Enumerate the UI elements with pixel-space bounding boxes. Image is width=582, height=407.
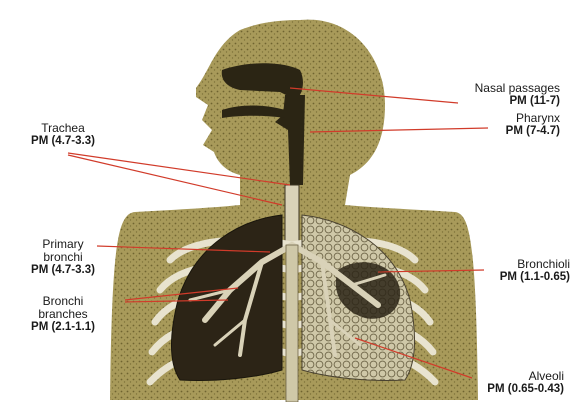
label-pharynx-pm: PM (7-4.7)	[460, 125, 560, 138]
trachea	[285, 185, 299, 245]
label-bronchioli-name: Bronchioli	[470, 258, 570, 271]
label-primary-name: Primary bronchi	[33, 238, 93, 264]
spine	[286, 245, 298, 402]
label-nasal-pm: PM (11-7)	[430, 95, 560, 108]
label-pharynx-name: Pharynx	[460, 112, 560, 125]
label-nasal-name: Nasal passages	[430, 82, 560, 95]
label-primary-pm: PM (4.7-3.3)	[8, 264, 118, 277]
label-branches-name: Bronchi branches	[33, 295, 93, 321]
label-pharynx: Pharynx PM (7-4.7)	[460, 112, 560, 138]
label-alveoli-name: Alveoli	[452, 370, 564, 383]
label-alveoli-pm: PM (0.65-0.43)	[452, 383, 564, 396]
label-branches-pm: PM (2.1-1.1)	[8, 321, 118, 334]
label-bronchioli-pm: PM (1.1-0.65)	[470, 271, 570, 284]
label-trachea: Trachea PM (4.7-3.3)	[8, 122, 118, 148]
label-alveoli: Alveoli PM (0.65-0.43)	[452, 370, 564, 396]
label-bronchi-branches: Bronchi branches PM (2.1-1.1)	[8, 295, 118, 334]
label-primary-bronchi: Primary bronchi PM (4.7-3.3)	[8, 238, 118, 277]
label-trachea-pm: PM (4.7-3.3)	[8, 135, 118, 148]
label-nasal-passages: Nasal passages PM (11-7)	[430, 82, 560, 108]
label-bronchioli: Bronchioli PM (1.1-0.65)	[470, 258, 570, 284]
label-trachea-name: Trachea	[8, 122, 118, 135]
